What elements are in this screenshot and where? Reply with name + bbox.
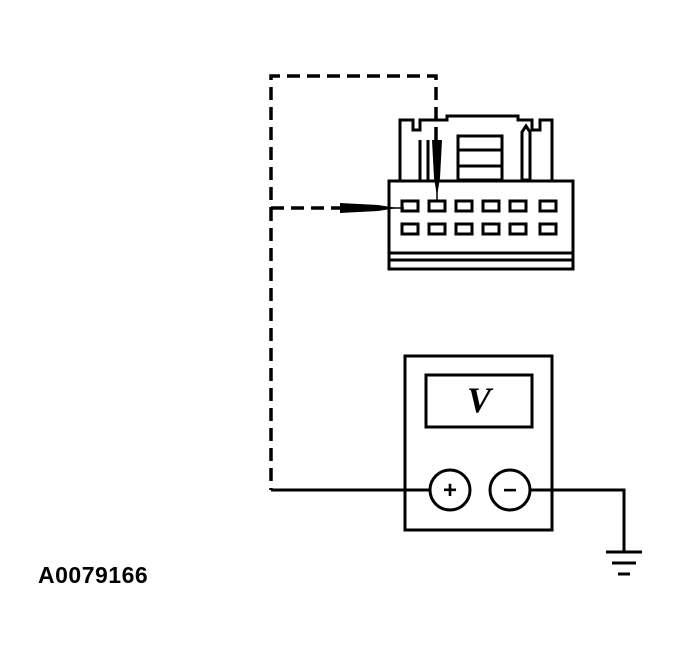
- pin-cavity: [481, 222, 501, 236]
- ground-lead-wire: [530, 488, 626, 552]
- pin-cavity: [508, 222, 528, 236]
- test-lead-top: [269, 74, 438, 208]
- pin-cavity: [454, 222, 474, 236]
- solid-wires: [271, 488, 626, 552]
- pin-cavity: [427, 222, 447, 236]
- positive-terminal-sign: +: [443, 477, 457, 504]
- voltmeter: V + −: [403, 354, 554, 532]
- connector-latch: [456, 134, 504, 182]
- negative-terminal-sign: −: [503, 477, 517, 504]
- probes: [340, 140, 442, 213]
- probe-horizontal: [340, 203, 398, 213]
- pin-cavity: [508, 199, 528, 213]
- meter-display-symbol: V: [467, 380, 494, 420]
- pin-cavity: [427, 199, 447, 213]
- test-leads: [269, 74, 438, 490]
- pin-cavity: [538, 199, 558, 213]
- connector-top-frame: [398, 114, 554, 180]
- pin-cavity: [400, 222, 420, 236]
- connector: [387, 114, 575, 271]
- figure-id: A0079166: [38, 562, 149, 588]
- pin-cavity: [538, 222, 558, 236]
- pin-cavity: [481, 199, 501, 213]
- meter-display: [424, 373, 534, 429]
- pin-cavity: [454, 199, 474, 213]
- ground-icon: [606, 550, 642, 576]
- probe-vertical: [432, 140, 442, 196]
- pin-cavity: [400, 199, 420, 213]
- connector-body: [387, 179, 575, 271]
